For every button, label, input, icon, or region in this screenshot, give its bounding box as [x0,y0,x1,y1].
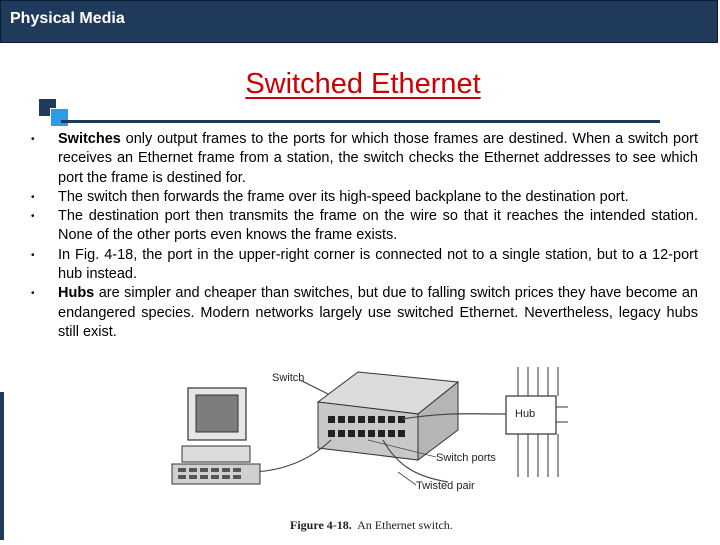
bullet-item: • Switches only output frames to the port… [28,130,698,188]
switch-label: Switch [272,372,305,384]
decorative-square-blue [50,108,69,127]
bullet-dot-icon: • [31,211,35,223]
bullet-item: • Hubs are simpler and cheaper than switc… [28,284,698,342]
bullet-dot-icon: • [31,191,35,203]
title-divider-line [61,120,660,123]
left-edge-stripe [0,392,4,540]
bullet-dot-icon: • [31,288,35,300]
ethernet-switch-diagram [171,367,568,486]
hub-box [505,395,557,435]
bullet-item: • The switch then forwards the frame over… [28,188,698,207]
bullet-text: The switch then forwards the frame over … [58,188,629,205]
hub-cables [517,367,568,477]
bullet-dot-icon: • [31,134,35,145]
bullet-item: • In Fig. 4-18, the port in the upper-rig… [28,246,698,285]
slide-title: Switched Ethernet [0,68,720,101]
hub-label: Hub [515,408,536,420]
header-bar: Physical Media [0,0,718,43]
switch-port-grid [328,416,405,437]
figure-caption-number: Figure 4-18. [290,518,352,532]
figure-caption-text: An Ethernet switch. [357,518,453,532]
bullet-bold-term: Switches [58,131,121,147]
switch-ports-label: Switch ports [436,452,496,464]
bullet-text: The destination port then transmits the … [58,208,698,244]
label-leader-lines [367,439,437,486]
bullet-text: In Fig. 4-18, the port in the upper-righ… [58,246,698,283]
slide-title-text: Switched Ethernet [245,68,481,100]
ethernet-switch-figure: Switch Hub Switch ports Twisted pair [168,352,710,540]
bullet-dot-icon: • [31,249,35,261]
header-title: Physical Media [10,10,125,27]
bullet-bold-term: Hubs [58,285,95,302]
twisted-pair-label: Twisted pair [416,480,475,492]
figure-caption: Figure 4-18. An Ethernet switch. [290,518,453,533]
bullet-text: only output frames to the ports for whic… [58,131,698,186]
bullet-list: • Switches only output frames to the port… [28,130,698,342]
computer-icon [171,387,261,485]
bullet-item: • The destination port then transmits the… [28,207,698,246]
bullet-text: are simpler and cheaper than switches, b… [58,285,698,340]
